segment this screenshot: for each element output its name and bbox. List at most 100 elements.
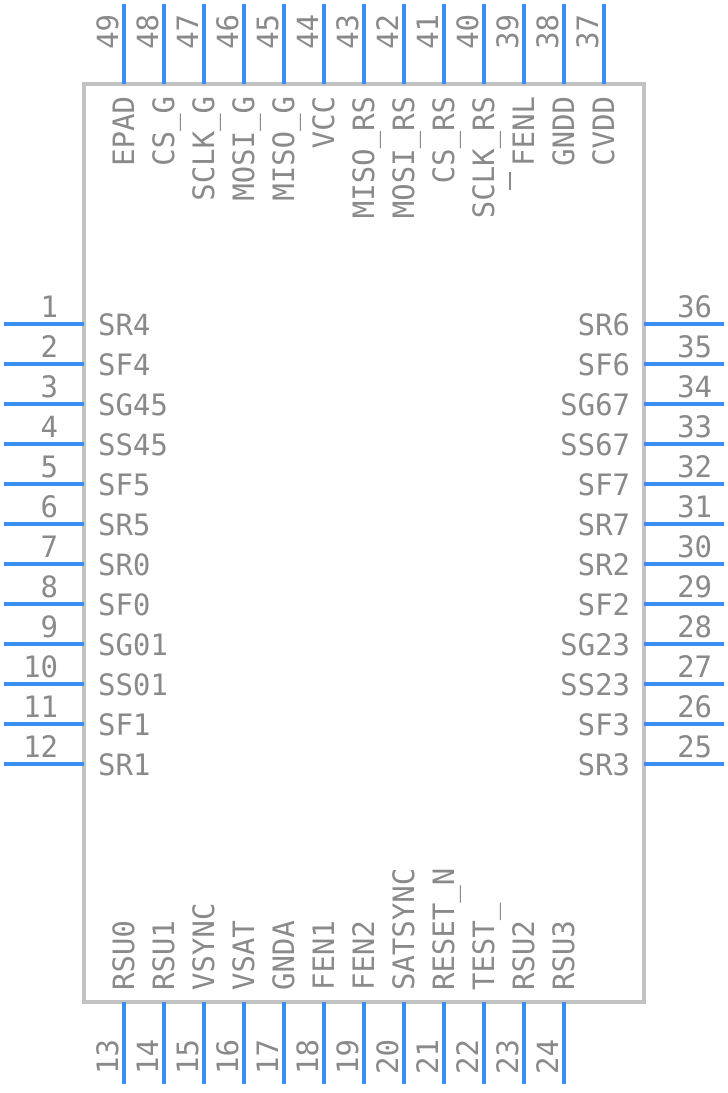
pin-number: 4 <box>41 410 58 444</box>
pin-number: 46 <box>211 14 245 49</box>
pin-name: SF7 <box>578 468 630 502</box>
pin-name: RSU2 <box>507 920 541 990</box>
pin-name: SS23 <box>560 668 630 702</box>
pin-name: MOSI_RS <box>387 96 422 218</box>
pin-name: CS_G <box>147 96 182 166</box>
left-pins: 1SR42SF43SG454SS455SF56SR57SR08SF09SG011… <box>4 290 168 782</box>
pin-number: 11 <box>23 690 58 724</box>
pin-name: SR2 <box>578 548 630 582</box>
pin-name: GNDA <box>267 920 301 990</box>
pin-name: SG67 <box>560 388 630 422</box>
pin-number: 28 <box>677 610 712 644</box>
pin-name: SR3 <box>578 748 630 782</box>
pin-name: VSYNC <box>187 903 221 990</box>
pin-number: 25 <box>677 730 712 764</box>
pin-number: 5 <box>41 450 58 484</box>
pin-number: 24 <box>531 1039 565 1074</box>
pin-name: SR1 <box>98 748 150 782</box>
pin-name: SCLK_G <box>187 96 222 201</box>
pin-name: SCLK_RS <box>467 96 502 218</box>
pin-number: 32 <box>677 450 712 484</box>
pin-number: 38 <box>531 14 565 49</box>
pin-name: SR0 <box>98 548 150 582</box>
pin-number: 49 <box>91 14 125 49</box>
pin-number: 20 <box>371 1039 405 1074</box>
pin-number: 8 <box>41 570 58 604</box>
pin-number: 13 <box>91 1039 125 1074</box>
pin-number: 1 <box>41 290 58 324</box>
pin-number: 33 <box>677 410 712 444</box>
pin-number: 29 <box>677 570 712 604</box>
pin-name: SF4 <box>98 348 150 382</box>
pin-number: 2 <box>41 330 58 364</box>
pin-name: SATSYNC <box>387 868 421 990</box>
pin-number: 9 <box>41 610 58 644</box>
pin-number: 19 <box>331 1039 365 1074</box>
pin-number: 36 <box>677 290 712 324</box>
pin-number: 47 <box>171 14 205 49</box>
pin-name: SG45 <box>98 388 168 422</box>
top-pins: 49EPAD48CS_G47SCLK_G46MOSI_G45MISO_G44VC… <box>91 4 621 218</box>
pin-number: 14 <box>131 1039 165 1074</box>
pin-name: MOSI_G <box>227 96 262 201</box>
pin-name: RSU0 <box>107 920 141 990</box>
pin-number: 10 <box>23 650 58 684</box>
pin-bottom-15: 15 VSYNC <box>171 903 221 1084</box>
pin-number: 17 <box>251 1039 285 1074</box>
ic-body <box>82 82 646 1004</box>
pin-name: FENL <box>507 96 541 166</box>
pin-number: 44 <box>291 14 325 49</box>
pin-number: 18 <box>291 1039 325 1074</box>
pin-name: GNDD <box>547 96 581 166</box>
pin-number: 43 <box>331 14 365 49</box>
pin-name: FEN2 <box>347 920 381 990</box>
pin-name: RSU1 <box>147 920 181 990</box>
pin-number: 3 <box>41 370 58 404</box>
bottom-pins: 13RSU014RSU115VSYNC16VSAT17GNDA18FEN119F… <box>91 868 581 1084</box>
pin-number: 26 <box>677 690 712 724</box>
pin-number: 15 <box>171 1039 205 1074</box>
pin-name: VSAT <box>227 920 261 990</box>
pin-name: MISO_G <box>267 96 302 201</box>
pin-number: 48 <box>131 14 165 49</box>
pin-number: 45 <box>251 14 285 49</box>
pin-name: CS_RS <box>427 96 462 183</box>
pin-number: 12 <box>23 730 58 764</box>
pin-number: 31 <box>677 490 712 524</box>
pin-bottom-19: 19 FEN2 <box>331 920 381 1084</box>
right-pins: 36SR635SF634SG6733SS6732SF731SR730SR229S… <box>560 290 724 782</box>
pin-name: SF1 <box>98 708 150 742</box>
pin-name: SR6 <box>578 308 630 342</box>
pin-number: 40 <box>451 14 485 49</box>
